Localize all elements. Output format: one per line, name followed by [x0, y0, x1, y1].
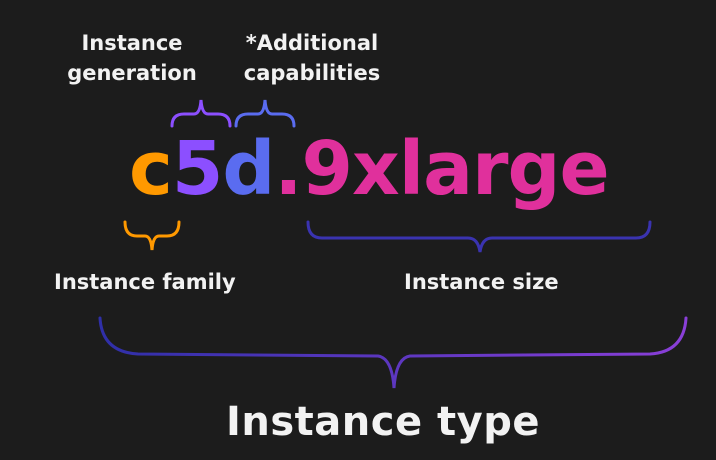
family-bracket: [123, 220, 181, 251]
instance-family-letter: c: [129, 126, 173, 212]
instance-generation-label: Instance generation: [62, 28, 202, 88]
instance-type-label: Instance type: [226, 399, 540, 445]
type-bracket: [98, 316, 688, 389]
size-bracket: [306, 220, 652, 253]
instance-name-dot: .: [274, 126, 302, 212]
instance-capabilities-letter: d: [222, 126, 275, 212]
instance-generation-label-line2: generation: [67, 61, 197, 85]
instance-generation-label-line1: Instance: [81, 31, 183, 55]
additional-capabilities-label-line2: capabilities: [243, 61, 381, 85]
additional-capabilities-label-line1: *Additional: [245, 31, 379, 55]
generation-bracket: [170, 99, 232, 128]
instance-size-label: Instance size: [404, 270, 559, 294]
capabilities-bracket: [234, 99, 296, 128]
instance-size-text: 9xlarge: [301, 126, 609, 212]
instance-name: c5d.9xlarge: [129, 126, 610, 212]
additional-capabilities-label: *Additional capabilities: [236, 28, 388, 88]
instance-generation-digit: 5: [171, 126, 223, 212]
instance-family-label: Instance family: [54, 270, 236, 294]
